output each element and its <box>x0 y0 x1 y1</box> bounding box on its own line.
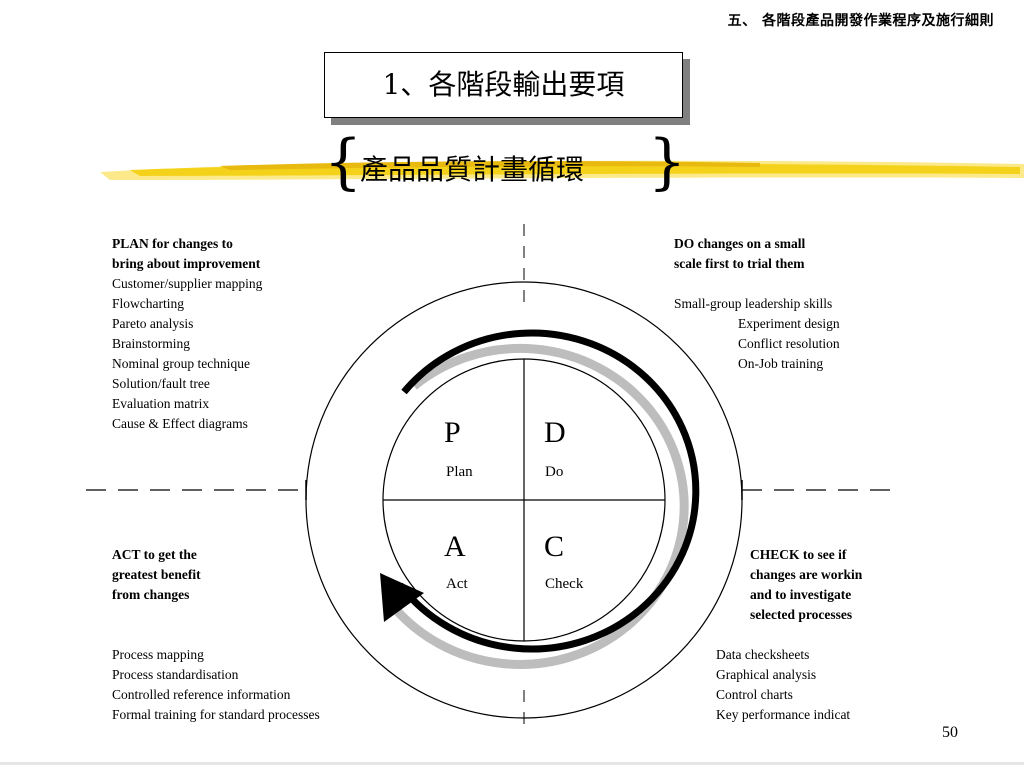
check-item: Control charts <box>716 687 793 702</box>
check-item: Data checksheets <box>716 647 810 662</box>
check-heading-line: selected processes <box>750 607 853 622</box>
act-item: Process standardisation <box>112 667 239 682</box>
plan-item: Brainstorming <box>112 336 190 351</box>
plan-heading-line: bring about improvement <box>112 256 261 271</box>
outer-circle <box>305 281 743 719</box>
act-heading-line: greatest benefit <box>112 567 201 582</box>
do-item: Small-group leadership skills <box>674 296 833 311</box>
cycle-arrow-shadow <box>388 343 689 669</box>
do-heading-line: DO changes on a small <box>674 236 806 251</box>
act-item: Process mapping <box>112 647 204 662</box>
act-heading-line: ACT to get the <box>112 547 197 562</box>
plan-heading-line: PLAN for changes to <box>112 236 233 251</box>
check-letter: C <box>544 530 565 563</box>
section-title: 1、各階段輸出要項 <box>324 52 683 118</box>
check-item: Key performance indicat <box>716 707 851 722</box>
act-item: Controlled reference information <box>112 687 291 702</box>
check-item: Graphical analysis <box>716 667 817 682</box>
page-number: 50 <box>942 724 958 741</box>
plan-item: Customer/supplier mapping <box>112 276 263 291</box>
left-brace: { <box>324 127 363 197</box>
do-label: Do <box>545 464 564 480</box>
act-label: Act <box>446 576 468 592</box>
check-heading-line: and to investigate <box>750 587 852 602</box>
plan-label: Plan <box>446 464 473 480</box>
check-heading-line: CHECK to see if <box>750 547 847 562</box>
right-brace: } <box>648 127 687 197</box>
cycle-arrowhead <box>380 573 424 622</box>
plan-item: Nominal group technique <box>112 356 250 371</box>
check-label: Check <box>545 576 584 592</box>
slide-header: 五、 各階段產品開發作業程序及施行細則 <box>727 13 994 29</box>
act-item: Formal training for standard processes <box>112 707 320 722</box>
do-heading-line: scale first to trial them <box>674 256 805 271</box>
act-heading-line: from changes <box>112 587 190 602</box>
plan-item: Evaluation matrix <box>112 396 210 411</box>
do-item: Conflict resolution <box>738 336 840 351</box>
act-letter: A <box>444 530 466 563</box>
do-item: On-Job training <box>738 356 824 371</box>
do-item: Experiment design <box>738 316 840 331</box>
plan-item: Pareto analysis <box>112 316 194 331</box>
plan-letter: P <box>444 416 461 449</box>
check-heading-line: changes are workin <box>750 567 863 582</box>
do-letter: D <box>544 416 566 449</box>
footer-divider <box>0 762 1024 765</box>
diagram-subtitle: 產品品質計畫循環 <box>360 153 585 186</box>
plan-item: Solution/fault tree <box>112 376 210 391</box>
plan-item: Cause & Effect diagrams <box>112 416 248 431</box>
plan-item: Flowcharting <box>112 296 184 311</box>
cycle-arrow <box>397 329 700 653</box>
brush-stroke-decoration <box>100 160 1024 180</box>
